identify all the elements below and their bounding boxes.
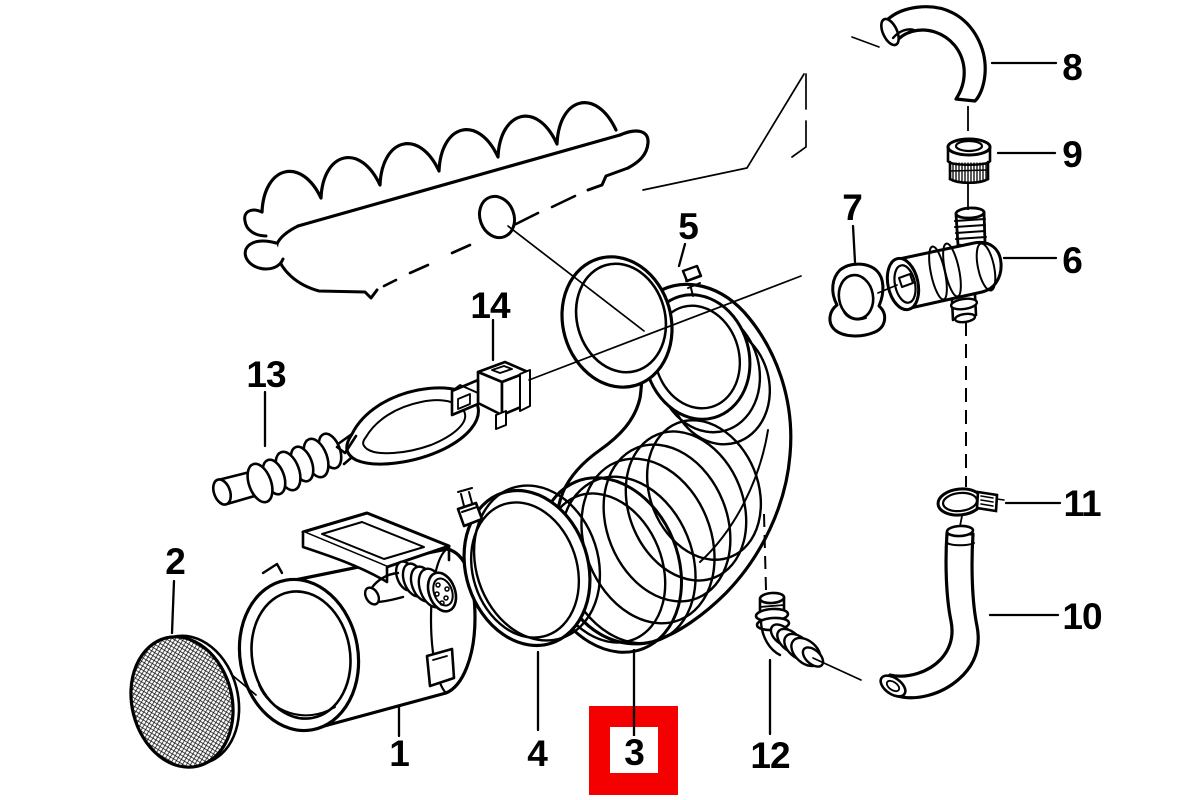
callout-13: 13 [246,354,286,395]
callout-5: 5 [678,206,698,247]
leader-line-7 [851,224,857,264]
callout-6: 6 [1062,240,1082,281]
callout-7: 7 [842,187,862,228]
callout-3: 3 [624,732,644,773]
callout-8: 8 [1062,47,1082,88]
valve-fitting-drawing [885,206,1003,324]
hose-clamp-ring-drawing [456,484,602,648]
maf-nipple [363,571,405,606]
cap-plug-drawing [946,137,992,185]
maf-sensor-drawing [237,511,477,733]
mesh-screen-drawing [129,634,241,769]
callout-11: 11 [1063,483,1101,524]
connector-block-drawing [450,360,531,430]
highlight-box [589,649,678,795]
assembly-axis-lines [763,106,969,591]
callout-2: 2 [165,541,185,582]
callout-12: 12 [750,735,790,776]
callout-14: 14 [470,285,511,326]
grommet-holder-drawing [828,262,887,338]
leader-line-2 [170,579,176,635]
small-clamp-drawing [936,487,1005,517]
clamp-screw [456,487,484,528]
callout-1: 1 [389,733,409,774]
j-hose-drawing [879,524,980,700]
manifold-port-hole [477,194,517,240]
witness-lines [231,36,898,696]
callout-9: 9 [1062,134,1082,175]
callout-labels: 1 2 3 4 5 6 7 8 9 10 11 12 13 14 [165,47,1103,776]
leader-line-5 [677,242,687,268]
intake-manifold-drawing [243,101,650,300]
bellows-duct-drawing [211,386,480,506]
boot-clamp-screw [681,264,703,297]
callout-10: 10 [1062,596,1102,637]
vent-hose-drawing [880,5,987,103]
callout-leader-lines [170,61,1062,738]
callout-4: 4 [527,733,548,774]
maf-connector [394,560,458,613]
